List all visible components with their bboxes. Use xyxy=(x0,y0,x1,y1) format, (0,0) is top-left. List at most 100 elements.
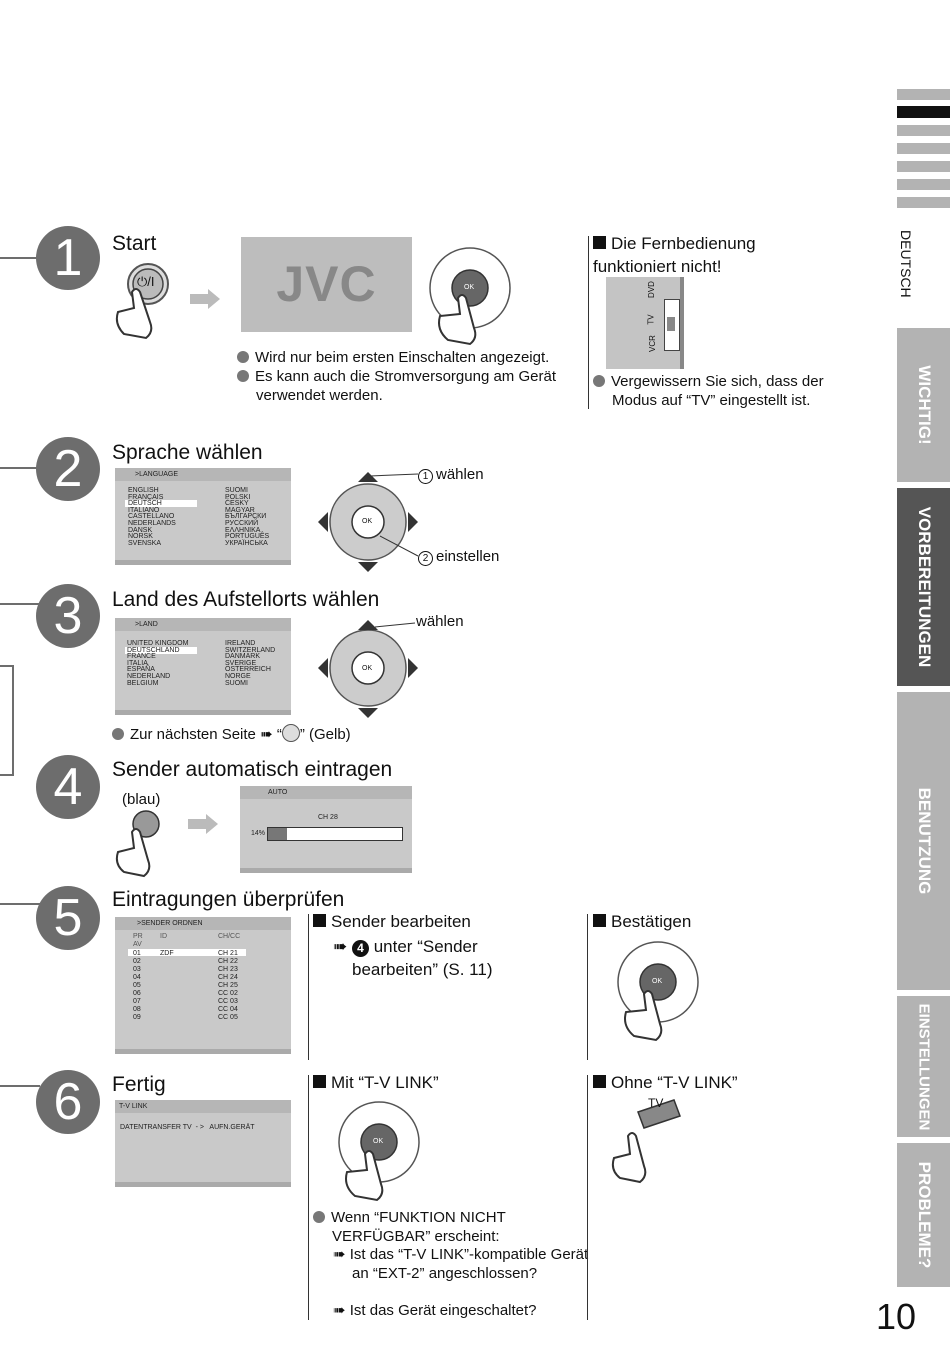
divider xyxy=(308,914,309,1060)
selected-language-highlight xyxy=(125,500,197,507)
col-header-pr: PR xyxy=(133,933,143,940)
note-first-start: Wird nur beim ersten Einschalten angezei… xyxy=(237,348,597,367)
tab-einstellungen[interactable]: EINSTELLUNGEN xyxy=(897,996,950,1137)
ok-label: OK xyxy=(464,284,475,291)
step-number: 4 xyxy=(36,755,100,819)
table-pr-column: 01 02 03 04 05 06 07 08 09 xyxy=(133,950,141,1021)
language-menu-screen: >LANGUAGE ENGLISH FRANÇAIS DEUTSCH ITALI… xyxy=(115,468,291,565)
confirm-section-title: Bestätigen xyxy=(593,912,691,931)
divider xyxy=(587,1075,588,1320)
check-device-on: ➠ Ist das Gerät eingeschaltet? xyxy=(333,1302,537,1319)
step-connector xyxy=(0,903,40,905)
tab-label: BENUTZUNG xyxy=(914,787,934,895)
table-id-column: ZDF xyxy=(160,950,174,957)
switch-label-vcr: VCR xyxy=(647,335,657,352)
selected-country-highlight xyxy=(125,647,197,654)
power-icon: ⏻/I xyxy=(137,274,155,289)
channel-label: CH 28 xyxy=(318,814,338,821)
dpad-4way[interactable]: OK xyxy=(318,472,418,572)
tab-wichtig[interactable]: WICHTIG! xyxy=(897,328,950,482)
arrow-icon: ➠ xyxy=(260,726,273,743)
tab-label: EINSTELLUNGEN xyxy=(915,1003,932,1130)
bullet-icon xyxy=(237,370,249,382)
tab-probleme[interactable]: PROBLEME? xyxy=(897,1143,950,1287)
blue-button-label: (blau) xyxy=(122,791,161,808)
step-number: 6 xyxy=(36,1070,100,1134)
check-tvlink-device: ➠ Ist das “T-V LINK”-kompatible Gerät an… xyxy=(333,1246,589,1282)
remote-note: Vergewissern Sie sich, dass der Modus au… xyxy=(593,372,872,410)
country-list-right: IRELAND SWITZERLAND DANMARK SVERIGE ÖSTE… xyxy=(225,640,276,687)
step-connector xyxy=(0,665,14,776)
arrow-icon: ➠ xyxy=(333,1302,346,1319)
jvc-logo-screen: JVC xyxy=(241,237,412,332)
note-power-supply: Es kann auch die Stromversorgung am Gerä… xyxy=(237,367,606,405)
arrow-right-icon xyxy=(188,814,218,834)
step-connector xyxy=(0,603,40,605)
tab-label: VORBEREITUNGEN xyxy=(914,506,934,668)
step-number: 3 xyxy=(36,584,100,648)
divider xyxy=(587,914,588,1060)
num-2-icon: 2 xyxy=(418,551,433,566)
step-title: Sprache wählen xyxy=(112,441,263,464)
bullet-icon xyxy=(112,728,124,740)
step-connector xyxy=(0,467,40,469)
remote-section-title: Die Fernbedienung funktioniert nicht! xyxy=(593,234,756,276)
bullet-icon xyxy=(313,1211,325,1223)
progress-fill xyxy=(268,828,287,840)
jvc-logo: JVC xyxy=(276,256,377,312)
step-number: 2 xyxy=(36,437,100,501)
country-list-left: UNITED KINGDOM DEUTSCHLAND FRANCE ITALIA… xyxy=(127,640,189,687)
switch-label-dvd: DVD xyxy=(646,281,656,298)
blue-button[interactable] xyxy=(112,810,172,878)
divider xyxy=(308,1075,309,1320)
num-1-icon: 1 xyxy=(418,469,433,484)
bullet-icon xyxy=(593,375,605,387)
square-icon xyxy=(593,914,606,927)
callout-lines xyxy=(369,473,419,557)
step-title: Land des Aufstellorts wählen xyxy=(112,588,380,611)
transfer-line: DATENTRANSFER TV - > AUFN.GERÄT xyxy=(120,1124,255,1131)
ok-label: OK xyxy=(362,518,373,525)
next-page-note: Zur nächsten Seite ➠ “” (Gelb) xyxy=(112,724,351,744)
step-ref-4-icon: 4 xyxy=(351,940,369,957)
av-row: AV xyxy=(133,941,142,948)
tab-benutzung[interactable]: BENUTZUNG xyxy=(897,692,950,990)
ok-label: OK xyxy=(652,978,663,985)
edit-section-text: ➠ 4 unter “Sender bearbeiten” (S. 11) xyxy=(333,937,493,979)
label-select: wählen xyxy=(416,613,464,630)
remote-mode-switch[interactable]: VCR TV DVD xyxy=(606,277,684,369)
ok-dpad[interactable]: OK xyxy=(333,1100,428,1205)
divider xyxy=(588,236,589,409)
switch-label-tv: TV xyxy=(646,314,656,325)
power-button[interactable]: ⏻/I xyxy=(110,262,180,342)
col-header-id: ID xyxy=(160,933,167,940)
tv-button[interactable]: TV xyxy=(608,1096,688,1184)
sidebar-language: DEUTSCH xyxy=(898,230,914,298)
selected-row-highlight xyxy=(128,949,246,956)
step-number: 5 xyxy=(36,886,100,950)
square-icon xyxy=(593,236,606,249)
step-title: Fertig xyxy=(112,1073,166,1096)
arrow-icon: ➠ xyxy=(333,1246,346,1263)
tv-button-label: TV xyxy=(648,1096,664,1110)
edit-section-title: Sender bearbeiten xyxy=(313,912,471,931)
square-icon xyxy=(593,1075,606,1088)
tab-label: WICHTIG! xyxy=(914,365,934,445)
arrow-icon: ➠ xyxy=(333,937,348,956)
not-available-note: Wenn “FUNKTION NICHT VERFÜGBAR” erschein… xyxy=(313,1208,592,1246)
screen-header: >SENDER ORDNEN xyxy=(115,917,291,930)
col-header-ch: CH/CC xyxy=(218,933,241,940)
progress-bar xyxy=(267,827,403,841)
screen-header: >LAND xyxy=(115,618,291,631)
screen-header: AUTO xyxy=(240,786,412,799)
dpad-4way[interactable]: OK xyxy=(318,620,418,720)
square-icon xyxy=(313,1075,326,1088)
page-number: 10 xyxy=(876,1296,917,1337)
tab-vorbereitungen[interactable]: VORBEREITUNGEN xyxy=(897,488,950,686)
language-list-left: ENGLISH FRANÇAIS DEUTSCH ITALIANO CASTEL… xyxy=(128,487,176,547)
ok-dpad[interactable]: OK xyxy=(426,246,516,346)
without-tvlink-title: Ohne “T-V LINK” xyxy=(593,1073,738,1092)
ok-dpad[interactable]: OK xyxy=(612,940,707,1045)
step-connector xyxy=(0,1085,40,1087)
